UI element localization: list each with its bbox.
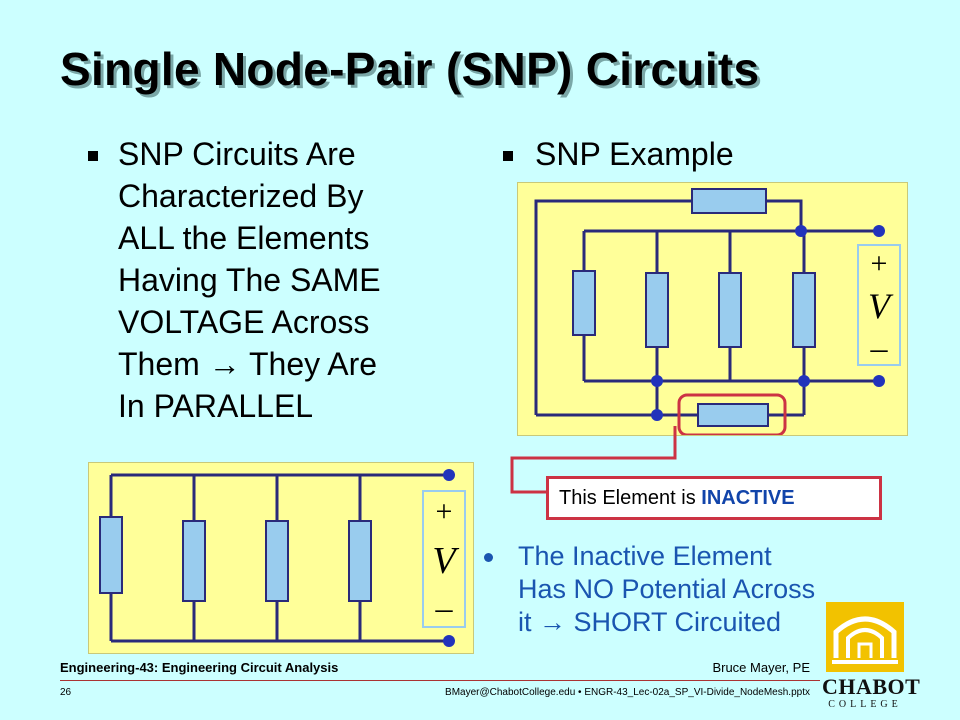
resistor-d [348,520,372,602]
node-dot [798,375,810,387]
footer-divider [60,680,820,681]
left-bullet-text: SNP Circuits Are Characterized By ALL th… [118,133,448,427]
resistor-4 [792,272,816,348]
snp-example-diagram: + V – [534,188,901,435]
resistor-b [182,520,206,602]
left-bullet-line: Them → They Are [118,346,378,382]
callout-prefix: This Element is [559,487,702,509]
inactive-highlight-box [677,393,787,435]
minus-sign: – [435,590,454,627]
node-dot [443,469,455,481]
footer-course: Engineering-43: Engineering Circuit Anal… [60,660,339,675]
right-bullet-text: SNP Example [535,136,734,172]
plus-sign: + [436,495,453,528]
parallel-circuit: + V – [88,462,474,654]
node-dot [795,225,807,237]
logo-subtitle: COLLEGE [828,699,902,710]
node-dot [651,409,663,421]
left-bullet-line: SNP Circuits Are [118,136,356,172]
resistor-3 [718,272,742,348]
minus-sign: – [870,330,889,367]
snp-example-circuit: + V – [517,182,908,436]
chabot-logo: CHABOT COLLEGE [822,598,921,718]
left-bullet-line: ALL the Elements [118,220,370,256]
resistor-inactive [697,403,769,427]
left-bullet-line: VOLTAGE Across [118,304,370,340]
slide-title: Single Node-Pair (SNP) Circuits [60,43,760,95]
node-dot [873,225,885,237]
resistor-1 [572,270,596,336]
voltage-symbol: V [432,540,459,582]
voltage-symbol: V [868,286,894,326]
node-dot [873,375,885,387]
resistor-2 [645,272,669,348]
resistor-c [265,520,289,602]
logo-name: CHABOT [822,674,921,699]
bullet-marker-left [88,151,98,161]
logo-mark-icon [826,602,904,672]
inactive-note: The Inactive Element Has NO Potential Ac… [518,540,878,639]
callout-emphasis: INACTIVE [701,487,795,509]
inactive-callout: This Element is INACTIVE [546,476,882,520]
voltage-label-box [422,490,466,628]
note-line: The Inactive Element [518,541,772,571]
left-bullet-line: In PARALLEL [118,388,314,424]
plus-sign: + [871,247,888,280]
footer-file-info: BMayer@ChabotCollege.edu • ENGR-43_Lec-0… [445,687,810,698]
footer-author: Bruce Mayer, PE [712,660,810,675]
callout-connector [510,426,677,494]
left-bullet-line: Having The SAME [118,262,381,298]
note-line: it → SHORT Circuited [518,607,782,637]
bullet-marker-right [503,151,513,161]
resistor-top [691,188,767,214]
resistor-a [99,516,123,594]
left-bullet-line: Characterized By [118,178,364,214]
parallel-diagram: + V – [99,469,466,647]
node-dot [651,375,663,387]
node-dot [443,635,455,647]
voltage-label-box [857,244,901,366]
footer-page-number: 26 [60,687,72,698]
note-bullet-dot [484,553,493,562]
note-line: Has NO Potential Across [518,574,816,604]
